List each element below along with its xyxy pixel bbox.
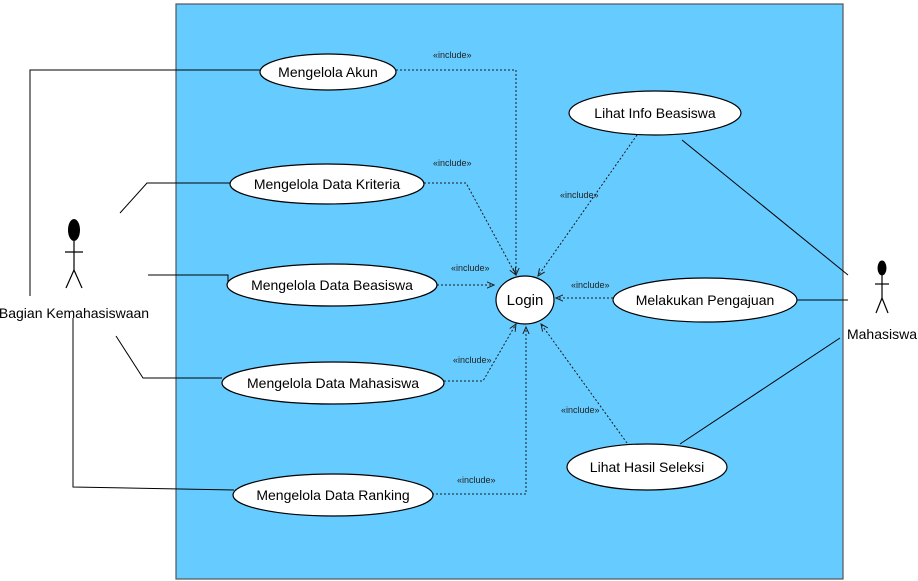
include-ranking <box>432 327 526 495</box>
use-case-mengelola-mahasiswa[interactable]: Mengelola Data Mahasiswa <box>221 361 445 405</box>
stereotype-label: «include» <box>560 190 599 200</box>
include-relations <box>396 69 638 495</box>
use-case-melakukan-pengajuan[interactable]: Melakukan Pengajuan <box>612 277 798 323</box>
stereotype-label: «include» <box>571 280 610 290</box>
actor-mahasiswa: Mahasiswa <box>847 260 917 342</box>
use-case-label: Login <box>507 292 544 309</box>
stick-figure-icon <box>65 219 83 289</box>
use-case-label: Mengelola Data Kriteria <box>254 176 401 192</box>
include-lihat-hasil <box>541 324 628 444</box>
assoc-kriteria <box>119 182 234 214</box>
use-case-lihat-hasil-seleksi[interactable]: Lihat Hasil Seleksi <box>566 443 728 491</box>
include-labels: «include» «include» «include» «include» … <box>433 50 610 485</box>
assoc-akun <box>29 69 262 296</box>
assoc-lihat-hasil <box>679 337 841 445</box>
use-case-label: Mengelola Data Beasiswa <box>251 277 413 293</box>
actor-label: Mahasiswa <box>847 326 917 342</box>
stereotype-label: «include» <box>451 263 490 273</box>
left-actor-associations <box>29 69 262 491</box>
include-mahasiswa <box>444 324 516 382</box>
use-case-label: Mengelola Data Mahasiswa <box>247 375 419 391</box>
stereotype-label: «include» <box>561 405 600 415</box>
assoc-ranking <box>72 318 235 491</box>
stereotype-label: «include» <box>433 50 472 60</box>
stereotype-label: «include» <box>433 158 472 168</box>
stereotype-label: «include» <box>457 475 496 485</box>
include-akun <box>396 69 516 275</box>
use-case-label: Lihat Hasil Seleksi <box>590 459 704 475</box>
use-case-mengelola-beasiswa[interactable]: Mengelola Data Beasiswa <box>226 263 438 307</box>
include-kriteria <box>424 182 516 275</box>
right-actor-associations <box>679 139 849 445</box>
use-case-mengelola-kriteria[interactable]: Mengelola Data Kriteria <box>229 163 425 205</box>
use-case-label: Mengelola Data Ranking <box>256 487 409 503</box>
use-case-lihat-info-beasiswa[interactable]: Lihat Info Beasiswa <box>568 90 742 136</box>
actor-label: Bagian Kemahasiswaan <box>0 305 149 321</box>
stereotype-label: «include» <box>453 355 492 365</box>
use-case-mengelola-akun[interactable]: Mengelola Akun <box>259 53 397 91</box>
assoc-mahasiswa <box>115 335 222 379</box>
use-case-label: Mengelola Akun <box>278 64 378 80</box>
use-case-label: Melakukan Pengajuan <box>636 292 775 308</box>
use-case-label: Lihat Info Beasiswa <box>594 105 716 121</box>
stick-figure-icon <box>875 260 889 314</box>
include-lihat-info <box>538 134 638 276</box>
use-case-mengelola-ranking[interactable]: Mengelola Data Ranking <box>232 473 434 517</box>
use-case-login[interactable]: Login <box>495 275 555 325</box>
actor-bagian-kemahasiswaan: Bagian Kemahasiswaan <box>0 219 149 321</box>
assoc-lihat-info <box>681 139 849 276</box>
